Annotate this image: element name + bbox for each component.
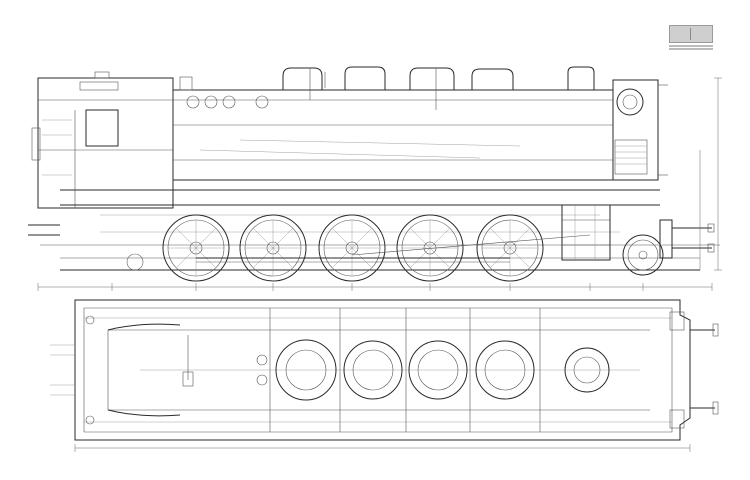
- boiler-domes: [179, 66, 595, 110]
- driving-wheel: [396, 214, 464, 282]
- cab: [37, 71, 174, 209]
- rear-coupler: [28, 127, 60, 236]
- title-block-logo: [672, 28, 691, 40]
- plan-dimensions: [74, 444, 691, 452]
- driving-wheel: [162, 214, 230, 282]
- smokebox: [612, 79, 668, 181]
- plan-wheels: [275, 339, 610, 401]
- side-elevation-view: [28, 66, 722, 291]
- plan-front-buffers: [669, 311, 719, 429]
- front-wheel: [622, 234, 664, 276]
- driving-wheel: [239, 214, 307, 282]
- coupling-rods: [196, 234, 591, 263]
- boiler: [172, 89, 614, 181]
- plan-frame: [74, 299, 691, 441]
- driving-wheel: [476, 214, 544, 282]
- elevation-dimensions: [37, 77, 722, 291]
- rear-wheel: [126, 253, 144, 271]
- cylinder: [561, 204, 611, 261]
- plan-view: [50, 299, 719, 452]
- front-buffer: [659, 219, 715, 259]
- title-block: [669, 25, 713, 43]
- driving-wheel: [318, 214, 386, 282]
- plan-cab: [50, 315, 268, 425]
- revision-stamp: [669, 44, 713, 50]
- driving-wheels: [162, 214, 544, 282]
